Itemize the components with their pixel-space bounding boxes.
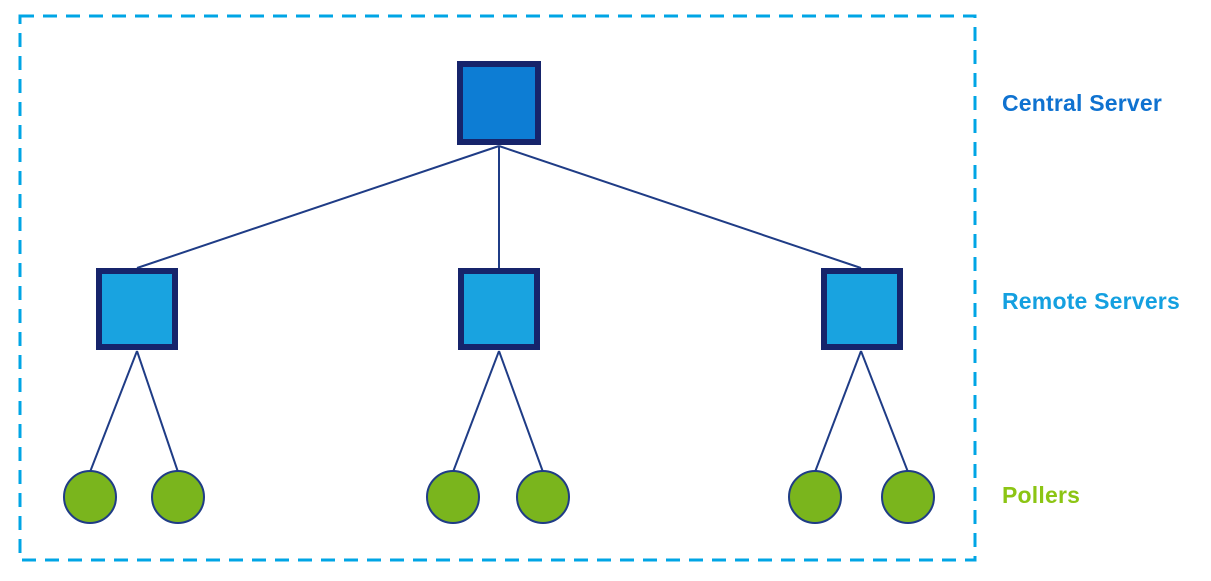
node-poller-3[interactable]	[426, 470, 480, 524]
connector-group-remote-to-pollers	[89, 350, 909, 473]
tier-label-central-server: Central Server	[1002, 90, 1163, 116]
connector-remote2-to-poller4	[498, 350, 544, 473]
node-poller-1[interactable]	[63, 470, 117, 524]
node-poller-2[interactable]	[151, 470, 205, 524]
connector-central-to-remote-3	[498, 145, 862, 269]
deployment-boundary	[18, 14, 977, 562]
connector-central-to-remote-1	[136, 145, 500, 269]
node-remote-server-2[interactable]	[458, 268, 540, 350]
connector-remote1-to-poller2	[136, 350, 179, 473]
node-central-server[interactable]	[457, 61, 541, 145]
connector-remote3-to-poller5	[814, 350, 862, 473]
node-remote-server-1[interactable]	[96, 268, 178, 350]
connector-remote1-to-poller1	[89, 350, 138, 473]
node-poller-6[interactable]	[881, 470, 935, 524]
node-remote-server-3[interactable]	[821, 268, 903, 350]
node-poller-4[interactable]	[516, 470, 570, 524]
tier-label-pollers: Pollers	[1002, 482, 1081, 508]
tier-label-remote-servers: Remote Servers	[1002, 288, 1180, 314]
connector-remote3-to-poller6	[860, 350, 909, 473]
connector-remote2-to-poller3	[452, 350, 500, 473]
connector-group-central-to-remote	[136, 145, 862, 269]
node-poller-5[interactable]	[788, 470, 842, 524]
